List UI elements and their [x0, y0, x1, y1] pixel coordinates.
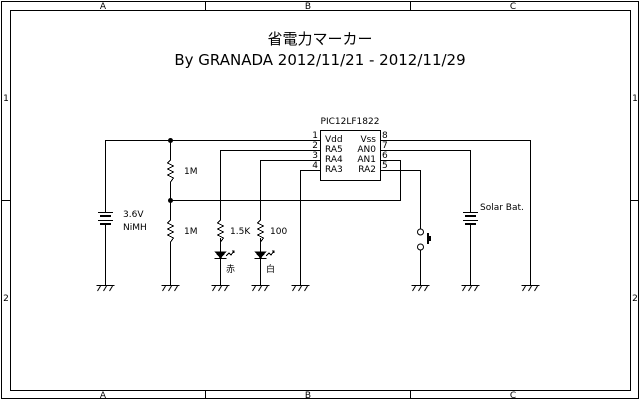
- resistor-white-icon: [256, 219, 265, 243]
- frame-row-1-left: 1: [3, 94, 9, 104]
- wire-ra2: [380, 170, 421, 229]
- ic-pin-num-5: 5: [382, 161, 388, 171]
- led-red-icon: [214, 250, 235, 259]
- resistor-top-value: 1M: [184, 167, 198, 177]
- frame-col-a-bottom: A: [100, 391, 107, 400]
- frame-col-c-top: C: [510, 2, 516, 12]
- frame-row-1-right: 1: [632, 94, 638, 104]
- ic-pin-num-3: 3: [312, 151, 318, 161]
- solar-battery-label: Solar Bat.: [480, 203, 524, 213]
- schematic-title: 省電力マーカー: [267, 30, 372, 48]
- wire-an0: [380, 150, 471, 210]
- wire-ra3: [300, 170, 321, 285]
- battery-voltage: 3.6V: [123, 210, 144, 220]
- frame-col-a-top: A: [100, 2, 107, 12]
- ic-pin-num-7: 7: [382, 141, 388, 151]
- resistor-white-value: 100: [270, 227, 287, 237]
- ground-icon: [521, 285, 540, 292]
- resistor-bottom-value: 1M: [184, 227, 198, 237]
- ic-pin-name-2: RA5: [325, 145, 343, 155]
- battery-type: NiMH: [123, 223, 147, 233]
- ic-pin-name-3: RA4: [325, 155, 343, 165]
- frame-row-2-left: 2: [3, 294, 9, 304]
- wire-an1: [170, 160, 401, 201]
- ic-pin-name-6: AN1: [357, 155, 376, 165]
- led-white-label: 白: [266, 263, 275, 275]
- ground-icon: [211, 285, 230, 292]
- push-switch-icon: [417, 228, 431, 251]
- resistor-red-value: 1.5K: [230, 227, 251, 237]
- resistor-red-icon: [216, 219, 225, 243]
- ic-pin-num-2: 2: [312, 141, 318, 151]
- ic-pin-name-1: Vdd: [325, 135, 343, 145]
- wire-vdd: [105, 140, 321, 210]
- ic-pin-name-7: AN0: [357, 145, 376, 155]
- wire-vss: [380, 140, 531, 285]
- ground-icon: [96, 285, 115, 292]
- ground-icon: [291, 285, 310, 292]
- junction-vdd: [168, 138, 173, 143]
- ic-pin-num-4: 4: [312, 161, 318, 171]
- ic-pin-name-5: RA2: [358, 165, 376, 175]
- frame-col-b-bottom: B: [305, 391, 311, 400]
- ic-pin-name-4: RA3: [325, 165, 343, 175]
- ic-pin-num-6: 6: [382, 151, 388, 161]
- schematic-subtitle: By GRANADA 2012/11/21 - 2012/11/29: [174, 51, 465, 69]
- junction-divider: [168, 198, 173, 203]
- ic-pin-name-8: Vss: [360, 135, 376, 145]
- led-red-label: 赤: [226, 264, 235, 275]
- resistor-bottom-icon: [166, 219, 175, 243]
- ground-icon: [461, 285, 480, 292]
- ic-part-number: PIC12LF1822: [321, 117, 380, 127]
- frame-col-c-bottom: C: [510, 391, 516, 400]
- ground-icon: [411, 285, 430, 292]
- battery-icon: [98, 210, 113, 228]
- solar-battery-icon: [463, 210, 478, 228]
- wire-ra5: [220, 150, 321, 220]
- frame-row-2-right: 2: [632, 294, 638, 304]
- ic-body: [320, 130, 381, 181]
- ground-icon: [251, 285, 270, 292]
- led-white-icon: [254, 250, 275, 259]
- ic-pin-num-8: 8: [382, 131, 388, 141]
- resistor-top-icon: [166, 159, 175, 183]
- ground-icon: [161, 285, 180, 292]
- ic-pin-num-1: 1: [312, 131, 318, 141]
- frame-col-b-top: B: [305, 2, 311, 12]
